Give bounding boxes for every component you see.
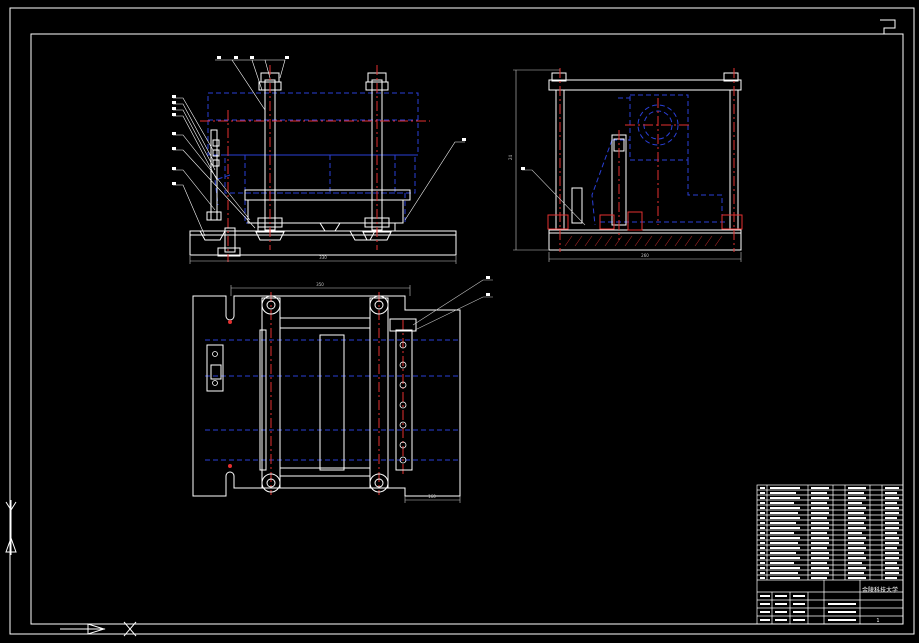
plan-pin-marks	[228, 320, 232, 468]
plan-offset-text: 160	[428, 494, 436, 499]
plan-centerlines	[270, 292, 404, 495]
front-view: 330	[172, 56, 466, 264]
plan-base-outline	[192, 295, 461, 497]
plan-clamp-bars	[206, 297, 417, 489]
front-hidden-part	[207, 92, 419, 224]
plan-view: 350 160	[192, 276, 493, 503]
front-centerlines	[200, 65, 430, 262]
front-support-plate	[244, 189, 411, 232]
side-leader-label	[521, 167, 525, 170]
side-fasteners	[547, 211, 743, 231]
plan-small-holes	[212, 341, 407, 464]
front-left-clamp	[206, 129, 236, 253]
sheet-number: 1	[876, 618, 879, 624]
school-name: 金陵科技大学	[862, 586, 898, 594]
plan-leader-label-1	[486, 276, 490, 279]
side-height-text: 24	[508, 154, 513, 160]
plan-leader-label-2	[486, 293, 490, 296]
side-frame	[548, 72, 742, 251]
plan-nuts	[261, 295, 389, 493]
plan-width-text: 350	[316, 282, 324, 287]
front-dimension	[189, 256, 457, 264]
side-view: 24 260	[508, 68, 743, 262]
front-leaders	[173, 59, 465, 237]
side-hatch	[564, 235, 723, 247]
title-block-text-marks	[760, 487, 899, 621]
sheet-border	[9, 7, 915, 635]
ucs-icon	[5, 500, 137, 637]
front-studs	[255, 72, 392, 241]
plan-hidden-lines	[205, 339, 460, 461]
side-width-text: 260	[641, 253, 649, 258]
plan-dimensions	[230, 279, 493, 503]
front-dimension-text: 330	[319, 255, 327, 260]
front-leader-labels	[172, 56, 466, 185]
side-dimensions	[513, 69, 742, 262]
side-centerlines	[559, 68, 735, 252]
title-block	[756, 484, 904, 625]
